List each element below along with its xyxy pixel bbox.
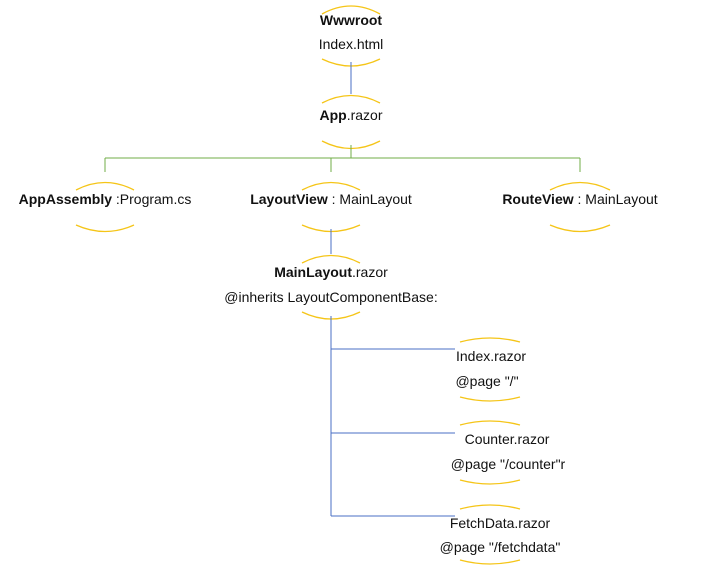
- layoutview-node: LayoutView : MainLayout: [250, 190, 412, 208]
- app-suffix: .razor: [346, 107, 383, 123]
- appassembly-top-arc: [75, 181, 135, 191]
- index-top-arc: [459, 337, 521, 343]
- green-connectors: [104, 145, 581, 172]
- fetchdata-top-arc: [459, 504, 521, 510]
- app-razor-node: App.razor: [319, 106, 382, 124]
- counter-razor-label: Counter.razor: [464, 431, 550, 447]
- routeview-bottom-arc: [549, 224, 611, 233]
- fetchdata-razor-label: FetchData.razor: [449, 515, 551, 531]
- routeview-label: RouteView: [502, 191, 574, 207]
- routeview-value: : MainLayout: [573, 191, 658, 207]
- layoutview-value: : MainLayout: [327, 191, 412, 207]
- mainlayout-label: MainLayout: [274, 264, 352, 280]
- layoutview-label: LayoutView: [250, 191, 328, 207]
- wwwroot-node-title: Wwwroot: [320, 11, 382, 29]
- appassembly-value: :Program.cs: [112, 191, 192, 207]
- routeview-node: RouteView : MainLayout: [502, 190, 657, 208]
- appassembly-label: AppAssembly: [18, 191, 112, 207]
- wwwroot-top-arc: [321, 5, 381, 15]
- node-arcs: [75, 5, 611, 565]
- mainlayout-node-title: MainLayout.razor: [274, 263, 388, 281]
- counter-page-directive: @page "/counter"r: [450, 456, 566, 472]
- index-razor-label: Index.razor: [455, 348, 527, 364]
- index-page-directive: @page "/": [455, 373, 519, 389]
- counter-top-arc: [459, 420, 521, 426]
- app-top-arc: [321, 94, 381, 104]
- layoutview-top-arc: [301, 181, 361, 191]
- mainlayout-suffix: .razor: [351, 264, 388, 280]
- fetchdata-page-directive: @page "/fetchdata": [439, 539, 561, 555]
- counter-bottom-arc: [459, 479, 521, 485]
- wwwroot-label: Wwwroot: [319, 12, 383, 28]
- appassembly-bottom-arc: [75, 224, 135, 233]
- fetchdata-bottom-arc: [459, 559, 521, 565]
- blue-connectors: [330, 62, 455, 517]
- index-html-label: Index.html: [318, 36, 384, 52]
- mainlayout-inherits-label: @inherits LayoutComponentBase:: [224, 289, 438, 305]
- app-label: App: [319, 107, 347, 123]
- index-bottom-arc: [459, 396, 521, 402]
- mainlayout-top-arc: [301, 254, 361, 264]
- appassembly-node: AppAssembly :Program.cs: [19, 190, 192, 208]
- routeview-top-arc: [549, 181, 611, 191]
